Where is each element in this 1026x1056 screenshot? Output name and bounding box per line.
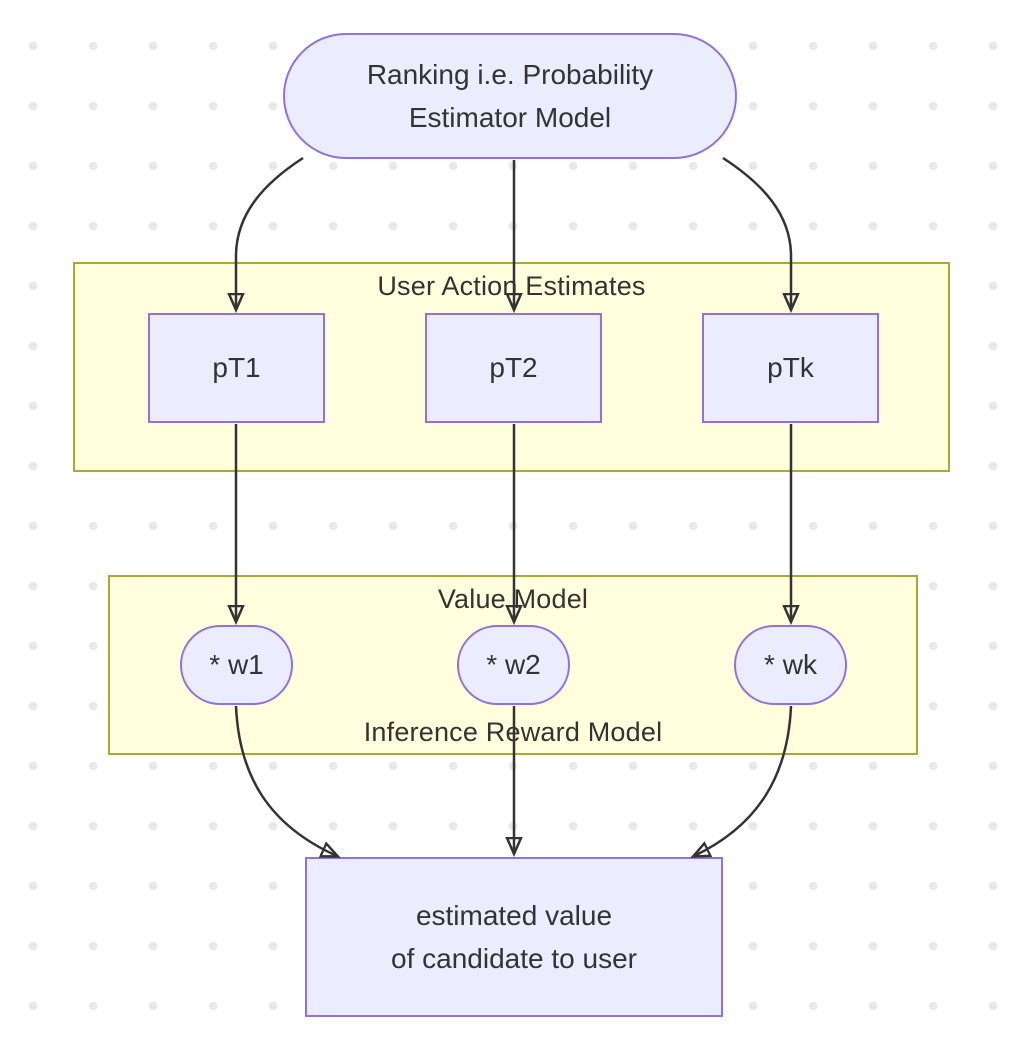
node-pt2: pT2 [425,313,602,423]
node-ptk: pTk [702,313,879,423]
cluster-inference-reward-model-label: Inference Reward Model [363,717,663,747]
node-w1: * w1 [180,625,293,705]
node-ranking-probability-estimator: Ranking i.e. Probability Estimator Model [283,33,737,159]
node-pt2-label: pT2 [489,352,538,384]
node-ptk-label: pTk [767,352,814,384]
cluster-user-action-estimates-label: User Action Estimates [377,271,646,301]
node-w2: * w2 [457,625,570,705]
node-ranking-label-line2: Estimator Model [408,102,612,133]
node-estimated-value: estimated value of candidate to user [305,857,723,1017]
node-estimated-value-line2: of candidate to user [391,943,637,974]
node-estimated-value-line1: estimated value [415,899,613,931]
node-ranking-label-line1: Ranking i.e. Probability [366,58,654,90]
node-pt1: pT1 [148,313,325,423]
node-w1-label: * w1 [209,649,264,681]
cluster-value-model-label: Value Model [437,584,589,614]
node-wk: * wk [734,625,847,705]
node-wk-label: * wk [764,649,817,681]
node-w2-label: * w2 [486,649,541,681]
node-pt1-label: pT1 [212,352,261,384]
